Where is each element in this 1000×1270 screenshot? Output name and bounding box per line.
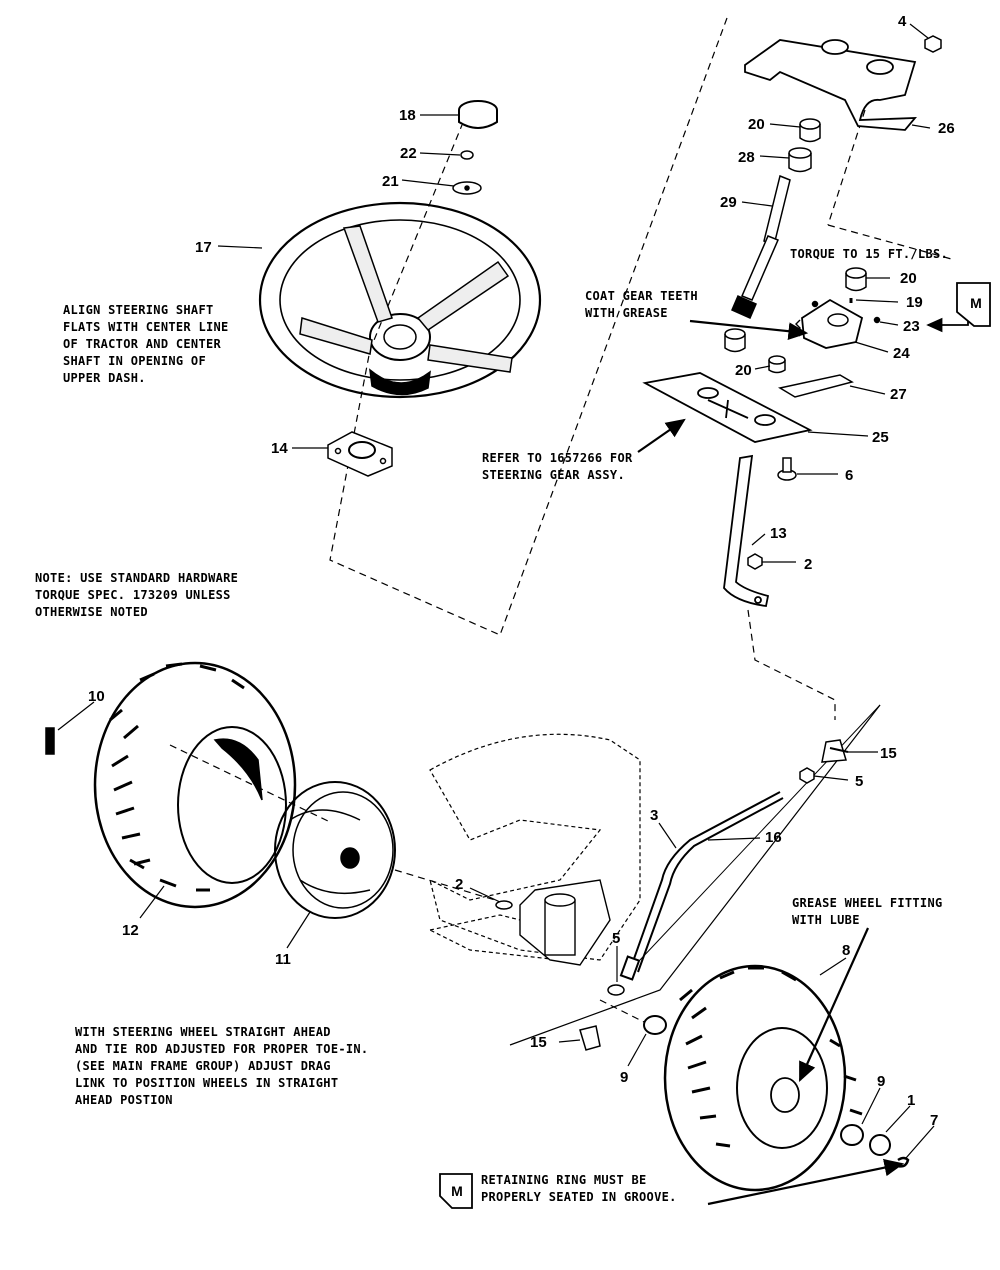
callout-28: 28 <box>738 149 755 166</box>
front-tire <box>663 964 863 1192</box>
valve-stem <box>45 727 55 755</box>
callout-23: 23 <box>903 318 920 335</box>
nut <box>799 767 815 784</box>
rear-tire <box>93 661 297 909</box>
bushing-20 <box>845 267 867 292</box>
front-axle-assembly <box>519 879 611 966</box>
callout-3: 3 <box>650 807 659 824</box>
m-badge-frames <box>439 282 991 1209</box>
drag-link-arm <box>723 454 770 608</box>
steering-wheel <box>258 201 542 399</box>
callout-17: 17 <box>195 239 212 256</box>
nut-4 <box>924 35 942 53</box>
callout-20-top: 20 <box>748 116 765 133</box>
callout-27: 27 <box>890 386 907 403</box>
callout-1: 1 <box>907 1092 916 1109</box>
callout-19: 19 <box>906 294 923 311</box>
callout-21: 21 <box>382 173 399 190</box>
callout-26: 26 <box>938 120 955 137</box>
mounting-plate <box>642 372 813 443</box>
wheel-bushing-inner <box>643 1015 667 1035</box>
tie-rod <box>619 791 784 981</box>
callout-13: 13 <box>770 525 787 542</box>
callout-15-upper: 15 <box>880 745 897 762</box>
wheel-bushing-outer <box>840 1124 864 1146</box>
washer <box>495 900 513 910</box>
callout-8: 8 <box>842 942 851 959</box>
washer-1 <box>869 1134 891 1156</box>
ball-joint-lower <box>579 1025 601 1051</box>
callout-9-right: 9 <box>877 1073 886 1090</box>
reference-line <box>509 704 881 1046</box>
spacer-plate <box>777 374 854 398</box>
callout-2-lower: 2 <box>455 876 464 893</box>
callout-24: 24 <box>893 345 910 362</box>
callout-4: 4 <box>898 13 907 30</box>
wheel-rim <box>274 781 396 919</box>
callout-16: 16 <box>765 829 782 846</box>
nut <box>747 553 763 570</box>
m-badge-torque: M <box>970 295 982 311</box>
note-torque: TORQUE TO 15 FT./LBS. <box>790 247 949 261</box>
dashed-centerlines <box>169 17 956 1031</box>
callout-29: 29 <box>720 194 737 211</box>
bushing-upper <box>799 118 821 143</box>
callout-9-left: 9 <box>620 1069 629 1086</box>
washer-23 <box>873 316 881 324</box>
annotation-arrows <box>637 285 969 1206</box>
steering-shaft <box>731 174 791 319</box>
bolt <box>777 457 797 481</box>
washer <box>607 984 625 996</box>
leader-lines <box>57 23 935 1159</box>
callout-15-lower: 15 <box>530 1034 547 1051</box>
sector-gear <box>795 298 864 349</box>
callout-5-upper: 5 <box>855 773 864 790</box>
callout-6: 6 <box>845 467 854 484</box>
upper-bracket <box>744 39 917 131</box>
callout-11: 11 <box>275 951 291 968</box>
m-badge-retaining: M <box>451 1183 463 1199</box>
ball-joint <box>821 739 849 763</box>
bushing-left-20 <box>724 328 746 353</box>
callout-20-right: 20 <box>900 270 917 287</box>
callout-25: 25 <box>872 429 889 446</box>
washer <box>811 300 819 308</box>
callout-5-lower: 5 <box>612 930 621 947</box>
callout-10: 10 <box>88 688 105 705</box>
horn-cap <box>458 100 498 129</box>
callout-20-lower: 20 <box>735 362 752 379</box>
spacer-28 <box>788 147 812 173</box>
callout-18: 18 <box>399 107 416 124</box>
callout-22: 22 <box>400 145 417 162</box>
callout-12: 12 <box>122 922 139 939</box>
callout-2-upper: 2 <box>804 556 813 573</box>
nut <box>460 150 474 160</box>
flange-bearing <box>327 431 393 477</box>
callout-14: 14 <box>271 440 288 457</box>
callout-7: 7 <box>930 1112 939 1129</box>
bushing-right-20 <box>768 355 786 374</box>
